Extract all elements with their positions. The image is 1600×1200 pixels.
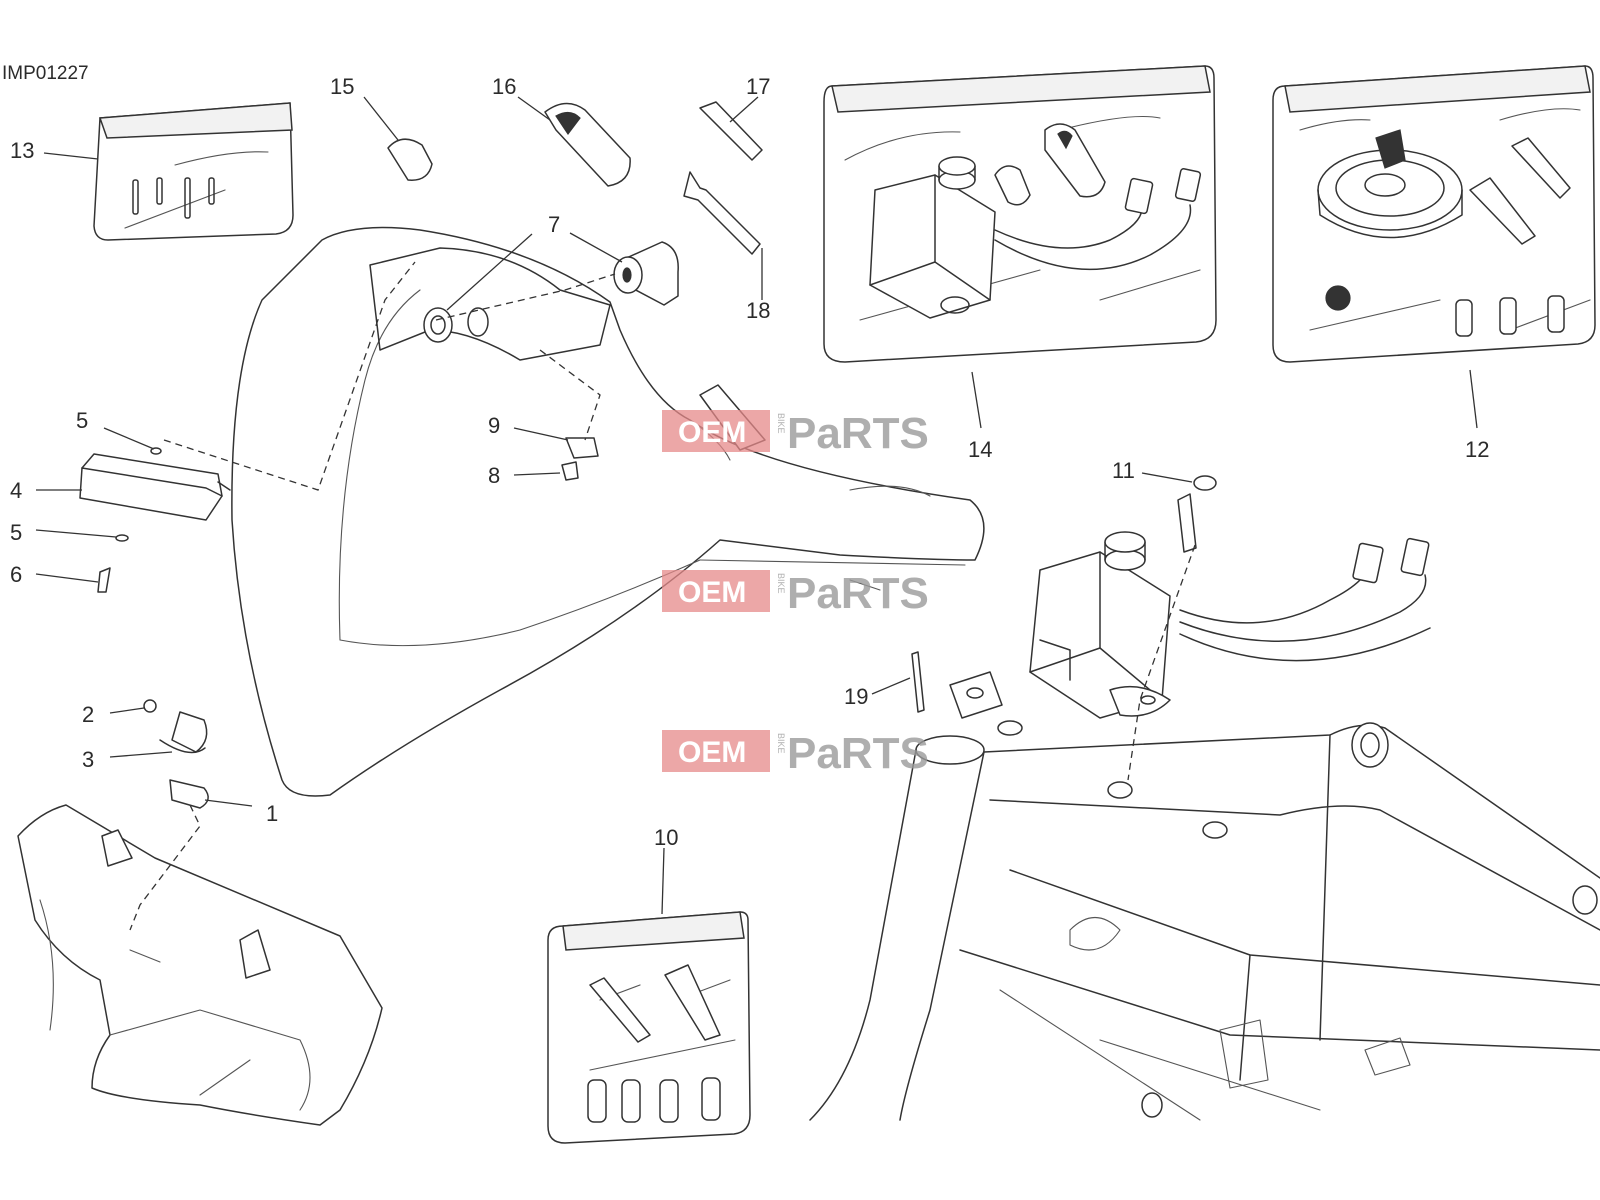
svg-text:OEM: OEM: [678, 736, 746, 769]
rod-19: [911, 651, 925, 713]
ref-2: 2: [82, 702, 94, 727]
ref-5-upper: 5: [76, 408, 88, 433]
ref-3: 3: [82, 747, 94, 772]
ref-7: 7: [548, 212, 560, 237]
watermark-bottom: OEM BIKE PaRTS: [662, 729, 929, 778]
svg-text:PaRTS: PaRTS: [787, 729, 929, 778]
drawing-code: IMP01227: [2, 63, 89, 84]
kit-card-10: [547, 911, 751, 1144]
svg-text:BIKE: BIKE: [776, 733, 786, 754]
svg-text:PaRTS: PaRTS: [787, 409, 929, 458]
ref-19: 19: [844, 684, 868, 709]
cover-4-and-fasteners: [79, 447, 231, 593]
kit-card-12: [1272, 65, 1596, 363]
ref-15: 15: [330, 74, 354, 99]
assembly-lines: [129, 261, 1196, 931]
svg-text:BIKE: BIKE: [776, 413, 786, 434]
screw-8: [561, 461, 579, 481]
ref-17: 17: [746, 74, 770, 99]
ignition-switch-module: [1029, 475, 1431, 719]
svg-text:OEM: OEM: [678, 416, 746, 449]
ref-16: 16: [492, 74, 516, 99]
nut-9: [565, 437, 599, 459]
watermark-top: OEM BIKE PaRTS: [662, 409, 929, 458]
motorcycle-frame: [809, 671, 1600, 1121]
sensor-bracket-parts: [143, 699, 209, 809]
ref-18: 18: [746, 298, 770, 323]
kit-card-13: [93, 102, 294, 241]
ref-9: 9: [488, 413, 500, 438]
ref-11: 11: [1112, 458, 1135, 483]
ref-6: 6: [10, 562, 22, 587]
ref-13: 13: [10, 138, 34, 163]
key-pieces: [387, 101, 763, 255]
svg-text:BIKE: BIKE: [776, 573, 786, 594]
ref-8: 8: [488, 463, 500, 488]
ref-14: 14: [968, 437, 992, 462]
ref-1: 1: [266, 801, 278, 826]
kit-card-14: [823, 65, 1217, 363]
ref-5-lower: 5: [10, 520, 22, 545]
lower-fairing-bracket: [17, 804, 383, 1126]
reference-labels: 1 2 3 4 5 5 6 7 8 9 10 11 12 13 14 15 16…: [10, 74, 1489, 850]
ref-4: 4: [10, 478, 22, 503]
leader-lines: [35, 96, 1478, 915]
svg-text:OEM: OEM: [678, 576, 746, 609]
ref-12: 12: [1465, 437, 1489, 462]
ignition-lock-7: [423, 241, 679, 343]
ref-10: 10: [654, 825, 678, 850]
watermark-middle: OEM BIKE PaRTS: [662, 569, 929, 618]
svg-text:PaRTS: PaRTS: [787, 569, 929, 618]
